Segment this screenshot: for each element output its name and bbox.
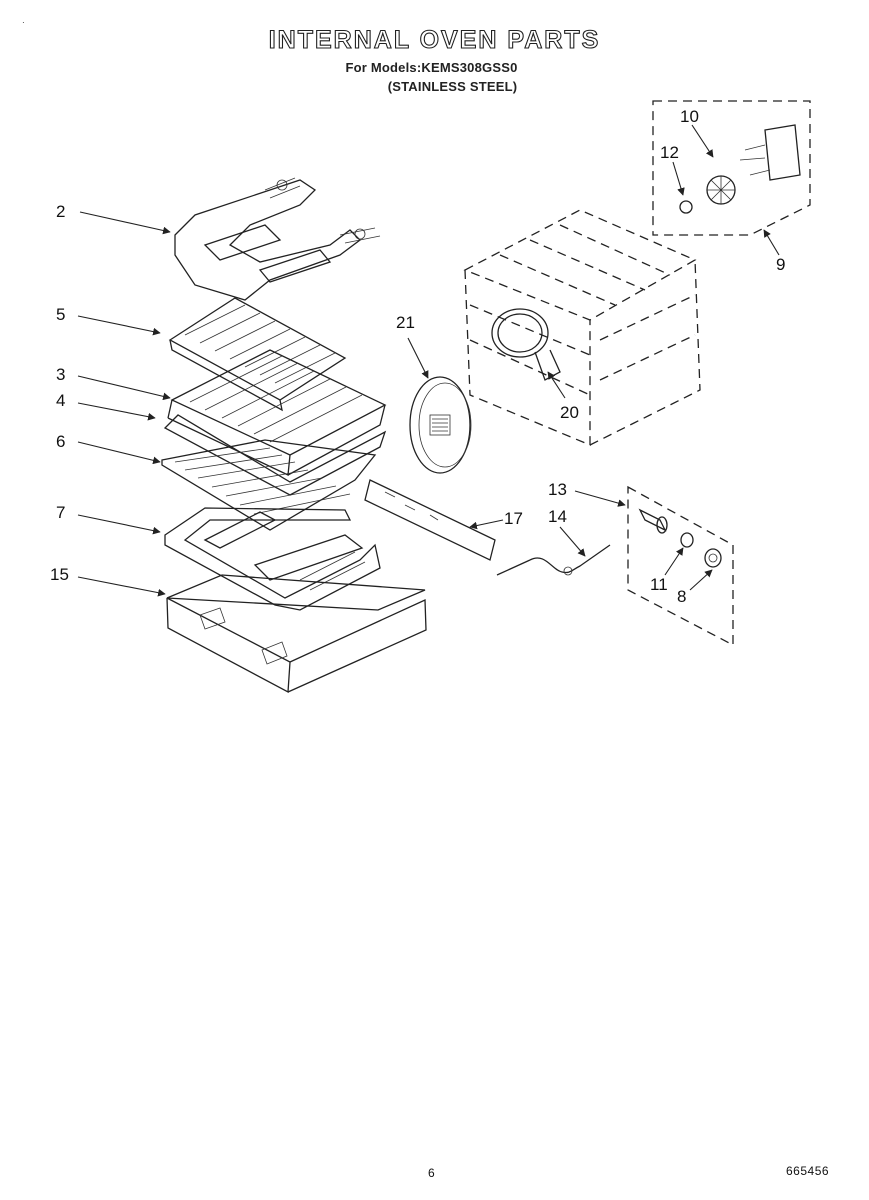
- callout-14: 14: [548, 507, 567, 526]
- callout-4: 4: [56, 391, 65, 410]
- document-number: 665456: [786, 1164, 830, 1178]
- temperature-probe: [496, 544, 611, 576]
- callout-21: 21: [396, 313, 415, 332]
- finish-line: (STAINLESS STEEL): [387, 79, 518, 94]
- callout-11: 11: [650, 575, 668, 594]
- corner-mark: ·: [22, 18, 25, 27]
- page-number: 6: [428, 1166, 435, 1180]
- callout-13: 13: [548, 480, 567, 499]
- callout-5: 5: [56, 305, 65, 324]
- callout-2: 2: [56, 202, 65, 221]
- oven-cavity: [463, 209, 701, 446]
- callout-20: 20: [560, 403, 579, 422]
- fan-shroud: [491, 308, 561, 381]
- callout-3: 3: [56, 365, 65, 384]
- callout-9: 9: [776, 255, 785, 274]
- receptacle-group: [627, 485, 734, 647]
- mounting-bracket: [364, 479, 496, 561]
- callout-15: 15: [50, 565, 69, 584]
- bottom-tray: [166, 574, 427, 694]
- callout-6: 6: [56, 432, 65, 451]
- bake-element: [164, 507, 381, 611]
- fan-motor-group: [652, 100, 811, 236]
- page-title: INTERNAL OVEN PARTS: [268, 25, 601, 54]
- leader-lines: [77, 124, 780, 597]
- broiler-pan-grid: [168, 297, 347, 412]
- oven-rack: [161, 439, 377, 531]
- broiler-pan: [163, 349, 387, 496]
- callout-12: 12: [660, 143, 679, 162]
- callout-17: 17: [504, 509, 523, 528]
- broil-element: [174, 177, 381, 301]
- callout-8: 8: [677, 587, 686, 606]
- models-line: For Models:KEMS308GSS0: [345, 60, 518, 75]
- callout-7: 7: [56, 503, 65, 522]
- fan-cover: [409, 376, 472, 474]
- callout-10: 10: [680, 107, 699, 126]
